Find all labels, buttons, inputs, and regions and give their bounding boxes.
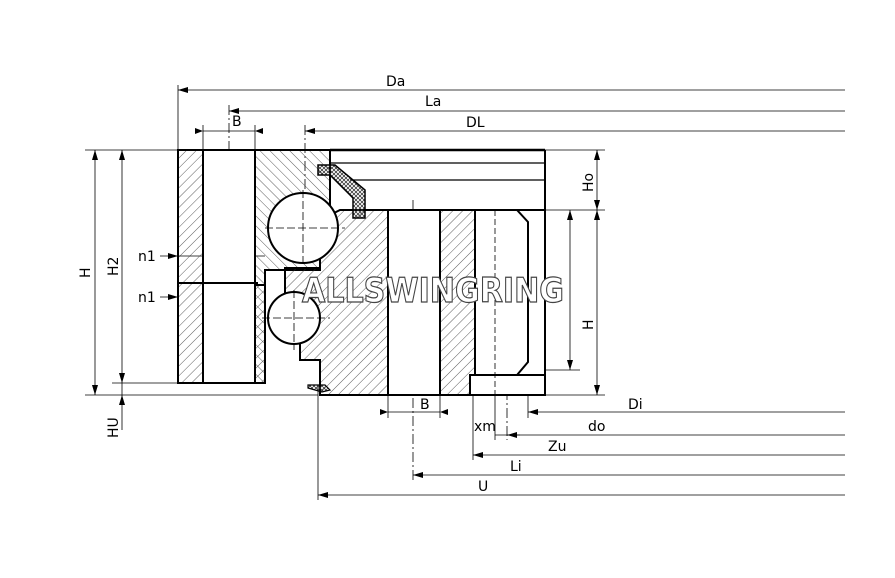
label-n1-upper: n1 — [138, 249, 156, 265]
label-n1-lower: n1 — [138, 290, 156, 306]
label-b-bottom: B — [420, 397, 430, 413]
dimension-arrows — [92, 87, 600, 498]
label-h-left: H — [78, 267, 94, 278]
rolling-elements — [262, 190, 345, 350]
inner-ring — [284, 209, 546, 396]
label-ho: Ho — [581, 173, 597, 192]
label-hu: HU — [106, 417, 122, 438]
label-da: Da — [386, 74, 405, 90]
label-b-top: B — [232, 114, 242, 130]
label-li: Li — [510, 459, 522, 475]
top-cover — [307, 148, 546, 393]
watermark: ALLSWINGRING — [302, 271, 564, 311]
label-u: U — [478, 479, 488, 495]
label-h2: H2 — [106, 257, 122, 276]
label-do: do — [588, 419, 605, 435]
dimension-labels: Da La DL B B n1 n1 Di do xm Zu Li U H H2… — [78, 74, 643, 495]
label-la: La — [425, 94, 441, 110]
label-dl: DL — [466, 115, 485, 131]
label-di: Di — [628, 397, 643, 413]
label-h-right: H — [581, 319, 597, 330]
label-xm: xm — [474, 419, 496, 435]
label-zu: Zu — [548, 439, 566, 455]
